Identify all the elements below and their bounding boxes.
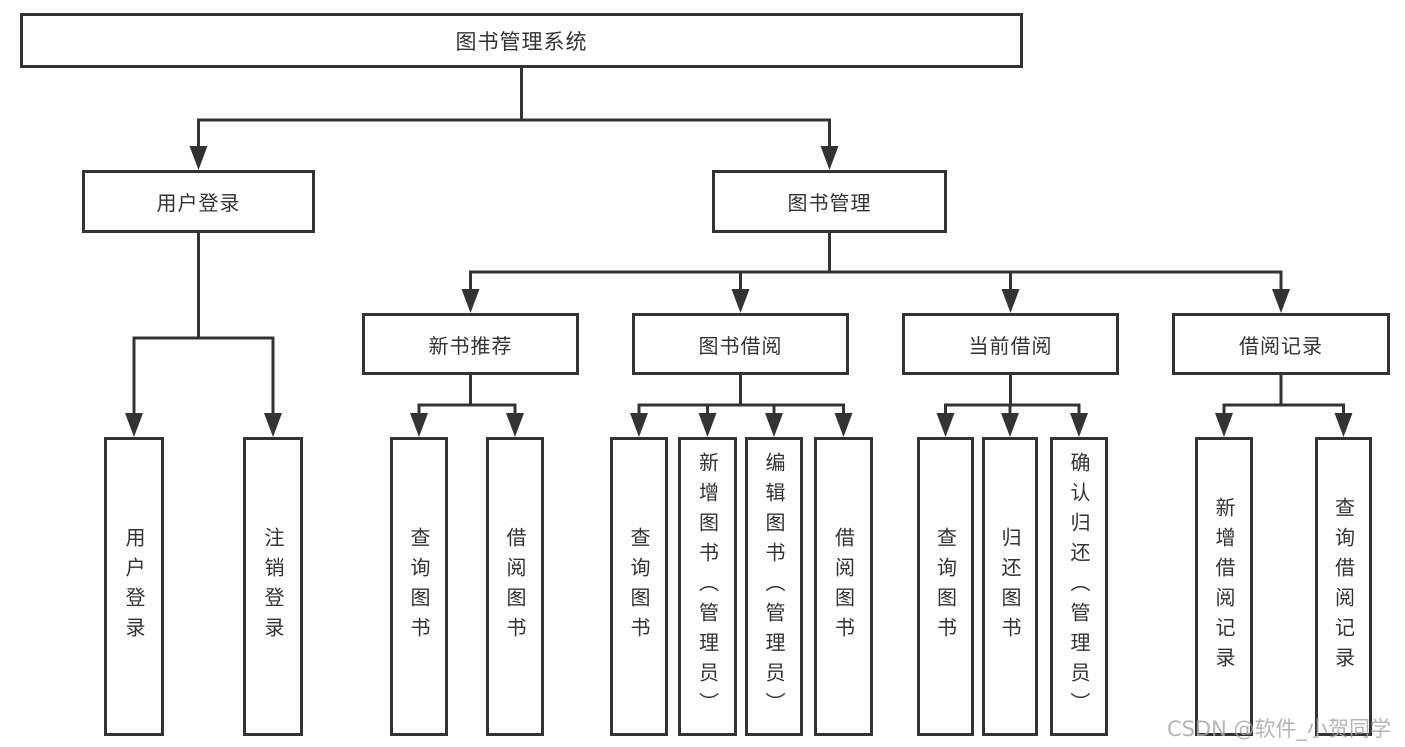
node-label: 确认归还（管理员） [1067, 451, 1091, 722]
node-label: 查询图书 [933, 526, 958, 647]
node-label: 用户登录 [156, 191, 241, 215]
node-label: 编辑图书（管理员） [762, 451, 786, 722]
node-label: 新书推荐 [428, 333, 513, 358]
node-library-management-system: 图书管理系统 [20, 13, 1023, 68]
leaf-query-books-borrowing: 查询图书 [610, 437, 668, 736]
node-label: 新增借阅记录 [1212, 496, 1236, 677]
node-label: 图书管理系统 [455, 29, 588, 54]
leaf-logout: 注销登录 [243, 437, 303, 736]
node-label: 图书借阅 [698, 333, 783, 358]
node-label: 新增图书（管理员） [695, 451, 720, 722]
node-label: 借阅图书 [503, 526, 527, 647]
csdn-watermark: CSDN @软件_小贺同学 [1166, 717, 1391, 741]
node-label: 借阅图书 [831, 526, 856, 647]
node-label: 图书管理 [787, 191, 872, 215]
node-borrowing-records: 借阅记录 [1172, 313, 1390, 375]
leaf-query-borrowing-record: 查询借阅记录 [1315, 437, 1372, 736]
leaf-add-borrowing-record: 新增借阅记录 [1195, 437, 1253, 736]
leaf-return-books: 归还图书 [982, 437, 1038, 736]
node-label: 查询图书 [627, 526, 651, 647]
leaf-borrow-books-recommend: 借阅图书 [486, 437, 544, 736]
node-label: 用户登录 [122, 526, 146, 647]
node-label: 借阅记录 [1239, 333, 1323, 358]
node-label: 归还图书 [998, 526, 1022, 647]
leaf-user-login: 用户登录 [104, 437, 164, 736]
leaf-query-books-current: 查询图书 [917, 437, 974, 736]
node-current-borrowing: 当前借阅 [902, 313, 1119, 375]
node-label: 查询借阅记录 [1331, 496, 1356, 677]
leaf-edit-books-admin: 编辑图书（管理员） [745, 437, 803, 736]
leaf-add-books-admin: 新增图书（管理员） [678, 437, 737, 736]
node-new-book-recommendation: 新书推荐 [362, 313, 579, 375]
leaf-borrow-books-borrowing: 借阅图书 [814, 437, 873, 736]
node-label: 查询图书 [407, 526, 431, 647]
node-book-borrowing: 图书借阅 [632, 313, 849, 375]
node-label: 当前借阅 [968, 333, 1053, 358]
node-user-login: 用户登录 [82, 170, 315, 233]
node-book-management: 图书管理 [712, 170, 947, 233]
leaf-confirm-return-admin: 确认归还（管理员） [1050, 437, 1108, 736]
node-label: 注销登录 [261, 526, 285, 647]
leaf-query-books-recommend: 查询图书 [390, 437, 448, 736]
